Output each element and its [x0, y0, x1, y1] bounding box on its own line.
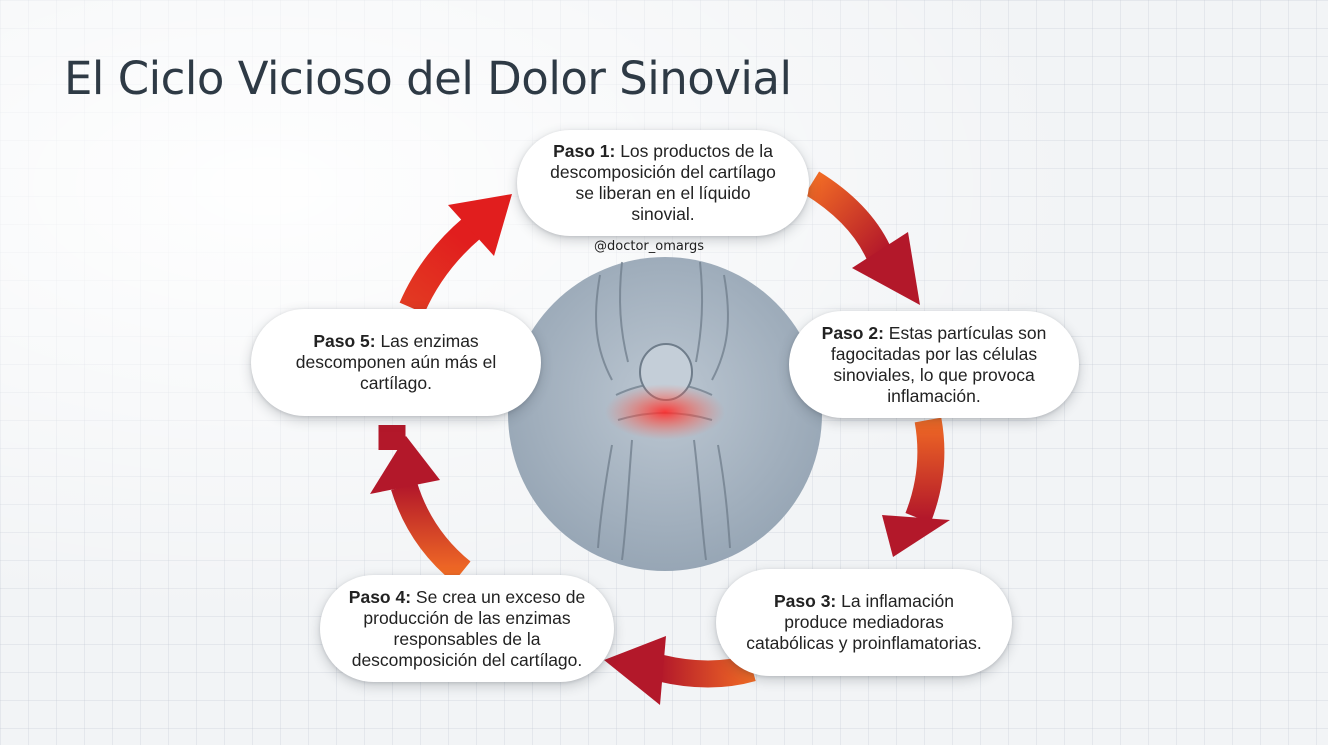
step-2-label: Paso 2: — [821, 322, 884, 343]
step-4-text: Se crea un exceso de producción de las e… — [351, 586, 586, 670]
step-3-label: Paso 3: — [774, 591, 837, 611]
step-5-card: Paso 5: Las enzimas descomponen aún más … — [251, 309, 541, 416]
page-title: El Ciclo Vicioso del Dolor Sinovial — [64, 52, 792, 105]
inflammation-glow — [605, 384, 725, 440]
arrow-step3-to-step4 — [604, 636, 756, 705]
step-1-card: Paso 1: Los productos de la descomposici… — [517, 130, 809, 236]
step-5-text: Las enzimas descomponen aún más el cartí… — [295, 331, 497, 393]
watermark-handle: @doctor_omargs — [594, 239, 704, 254]
step-4-label: Paso 4: — [348, 586, 412, 607]
arrow-step4-to-step5 — [370, 425, 471, 583]
step-2-text: Estas partículas son fagocitadas por las… — [830, 322, 1047, 406]
step-3-text: La inflamación produce mediadoras catabó… — [746, 591, 982, 653]
knee-joint-illustration — [508, 257, 822, 571]
step-5-label: Paso 5: — [313, 331, 376, 351]
arrow-step2-to-step3 — [882, 417, 950, 557]
arrow-step1-to-step2 — [804, 171, 920, 305]
step-3-card: Paso 3: La inflamación produce mediadora… — [716, 569, 1012, 676]
step-1-text: Los productos de la descomposición del c… — [550, 141, 776, 224]
step-4-card: Paso 4: Se crea un exceso de producción … — [320, 575, 614, 682]
arrow-step5-to-step1 — [399, 194, 512, 314]
step-1-label: Paso 1: — [553, 141, 616, 161]
step-2-card: Paso 2: Estas partículas son fagocitadas… — [789, 311, 1079, 418]
